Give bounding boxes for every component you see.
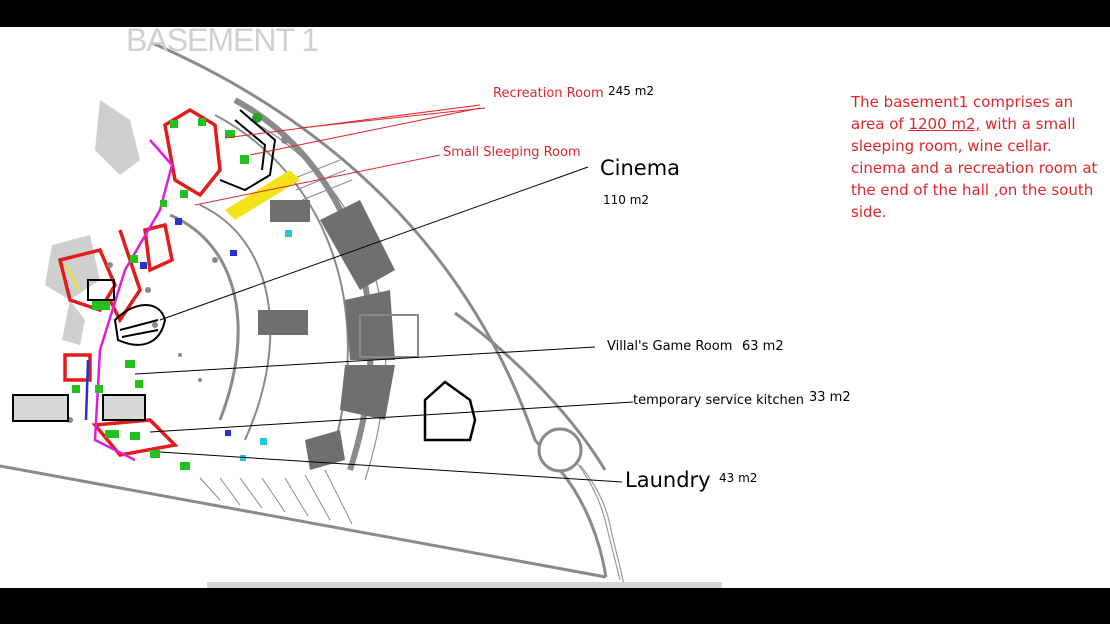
label-kitchen: temporary service kitchen [633,393,805,408]
site-outline [0,40,608,579]
outbuilding [359,314,419,358]
leader-cinema [159,166,589,321]
entry-block [102,394,146,421]
horizontal-scroll-strip [207,582,722,588]
label-cinema: Cinema [600,156,681,180]
cinema-seats [113,304,167,346]
leader-game-room [134,346,596,375]
leader-lines [134,104,634,483]
outer-arc-line [149,40,608,578]
label-cinema-area: 110 m2 [603,193,650,207]
cyan-markers [240,230,292,461]
plan-canvas [0,27,1110,588]
stepped-seating [258,200,395,470]
south-diagonal-wall [0,464,607,579]
leader-recreation-3 [299,107,486,129]
east-boundary [454,311,607,471]
leader-kitchen [149,401,634,433]
arc-wall-2 [169,213,240,421]
green-tree-dot [252,113,262,123]
radial-stripes [199,159,353,525]
blue-line [84,359,90,421]
label-kitchen-area: 33 m2 [809,390,851,405]
description-after: with a small sleeping room, wine cellar.… [851,115,1098,221]
label-small-sleeping-room: Small Sleeping Room [443,145,581,160]
magenta-corridor [93,139,174,462]
gray-furniture [67,114,289,423]
description-before: The basement1 comprises an area of [851,93,1074,133]
black-elements [12,109,277,422]
yellow-line [64,264,81,291]
bottom-letterbox-bar [0,588,1110,624]
terrain [45,100,140,345]
label-game-room: Villal's Game Room [607,339,733,354]
arc-inner [214,114,349,461]
river-edge [574,459,625,586]
round-tower [537,427,583,473]
building-arcs [169,97,387,481]
yellow-strip [225,170,300,220]
label-laundry: Laundry [625,468,711,492]
red-walls [57,107,222,457]
label-recreation-area: 245 m2 [608,84,655,98]
top-letterbox-bar [0,0,1110,27]
green-markers [72,118,249,470]
fountain-shape [423,380,477,442]
leader-recreation-1 [224,104,481,139]
entry-pavilion [12,394,69,422]
leader-laundry [159,451,623,483]
page-title: BASEMENT 1 [126,22,319,58]
ramp-line [219,109,277,192]
leader-recreation-2 [249,107,481,156]
arc-wall-3 [199,204,272,441]
description-area-highlight: 1200 m2, [908,115,981,133]
blue-markers [140,218,237,436]
leader-sleeping [194,154,441,206]
label-game-room-area: 63 m2 [742,339,784,354]
description-text: The basement1 comprises an area of 1200 … [851,91,1109,223]
label-laundry-area: 43 m2 [719,471,758,485]
label-recreation-room: Recreation Room [493,86,604,101]
